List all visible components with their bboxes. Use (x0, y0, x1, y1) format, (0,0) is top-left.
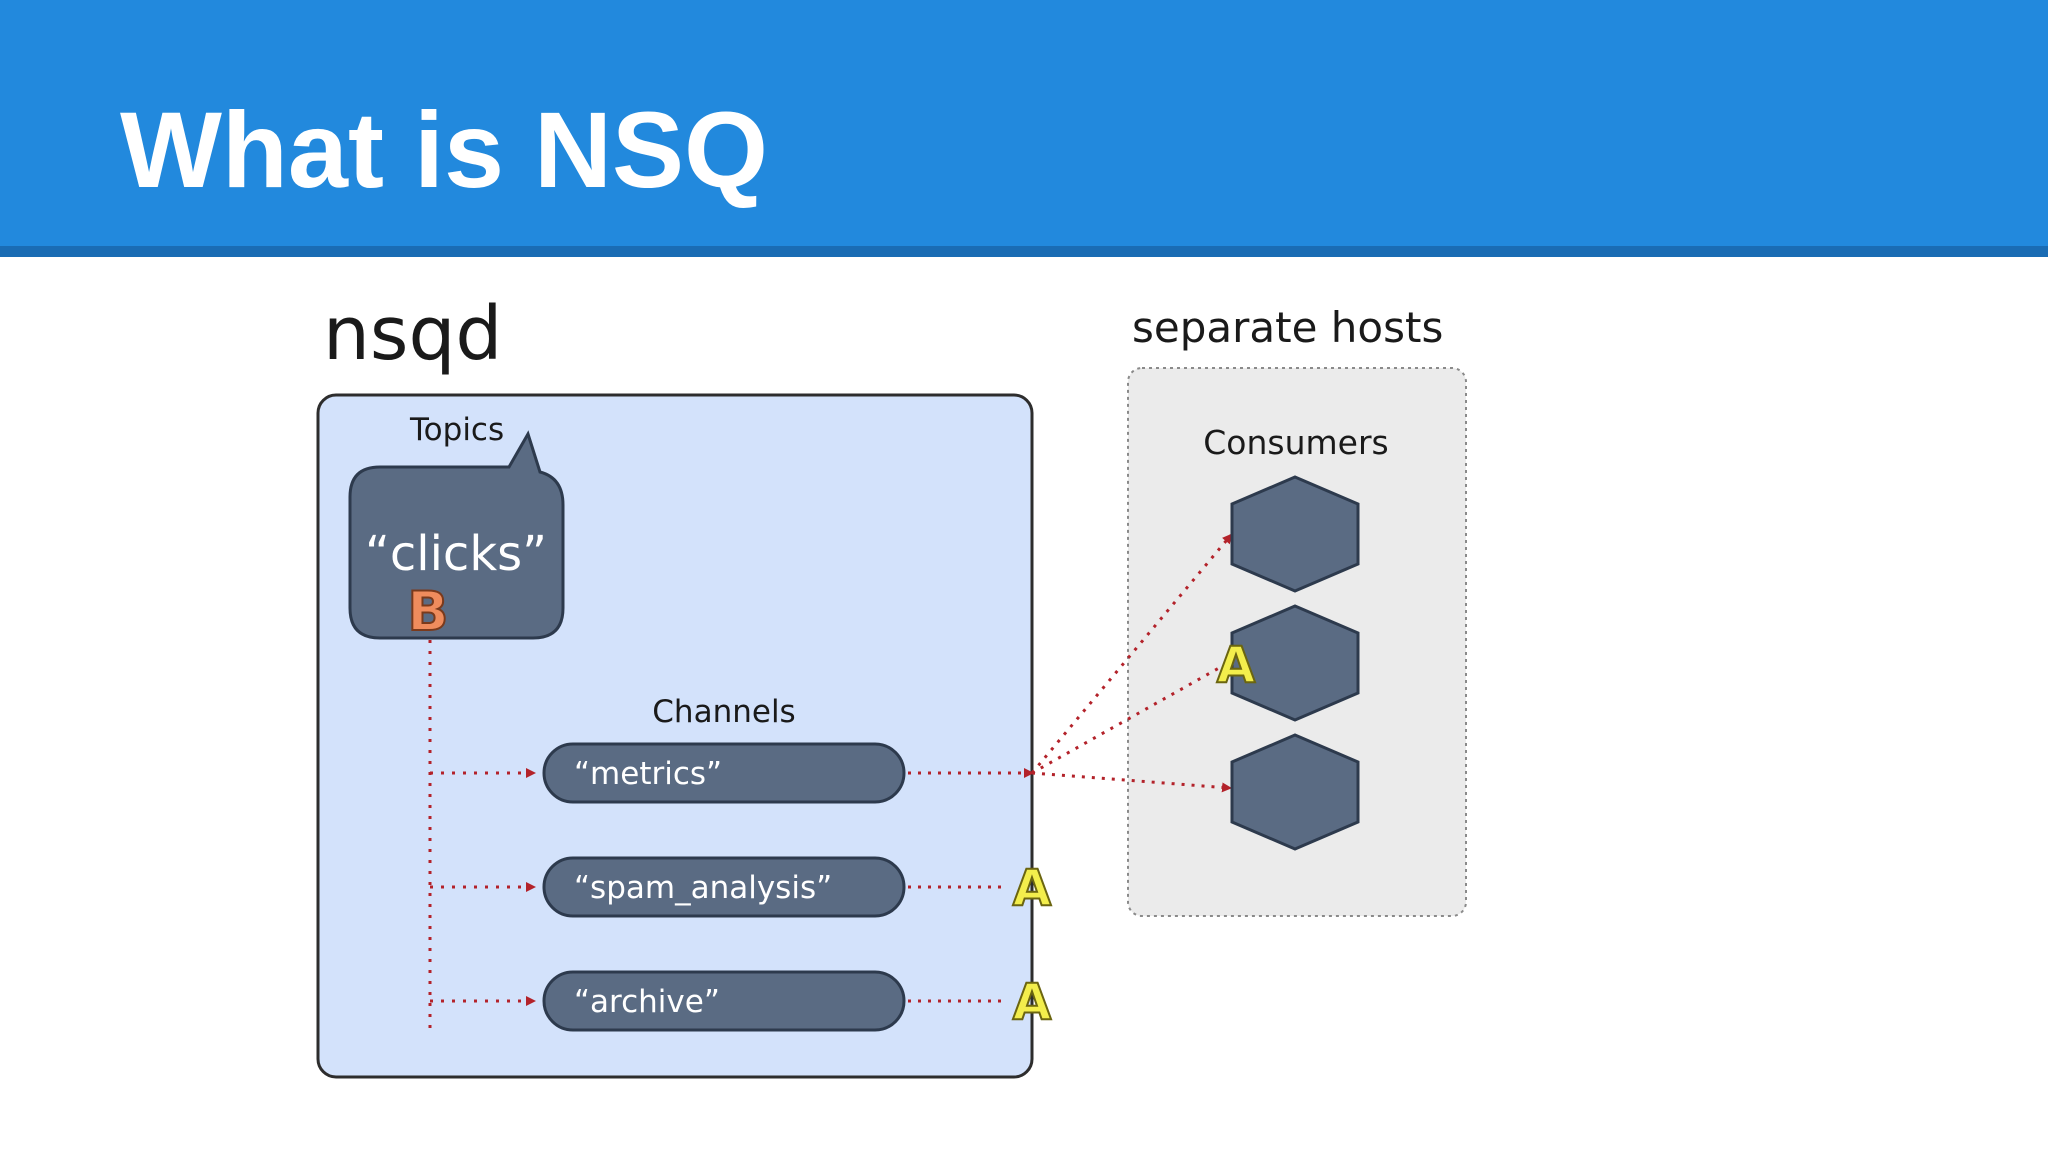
channel-node (542, 970, 906, 1032)
channels-group: “metrics” “spam_analysis” A “archive” A (430, 742, 1053, 1032)
channel-node (542, 742, 906, 804)
channels-label: Channels (652, 694, 795, 730)
hosts-label: separate hosts (1132, 303, 1443, 352)
title-bar (0, 0, 2048, 246)
channel-node (542, 856, 906, 918)
channel-metrics-to-consumer-1 (1030, 533, 1233, 774)
topic-name: “clicks” (365, 526, 547, 582)
channel-marker-a: A (1013, 859, 1052, 917)
channel-name: “spam_analysis” (574, 870, 832, 906)
topic-marker-b: B (407, 580, 448, 643)
channel-marker-a: A (1013, 973, 1052, 1031)
topic-node (348, 430, 565, 640)
channel-row: “spam_analysis” A (430, 856, 1053, 918)
consumers-group (1230, 475, 1360, 851)
consumer-node (1230, 475, 1360, 593)
consumer-node (1230, 604, 1360, 722)
consumer-node (1230, 733, 1360, 851)
channel-name: “archive” (574, 984, 720, 1020)
consumers-label: Consumers (1203, 423, 1388, 462)
channel-row: “archive” A (430, 970, 1053, 1032)
nsqd-label: nsqd (323, 291, 502, 377)
channel-row: “metrics” (430, 742, 1034, 804)
topics-label: Topics (409, 412, 504, 448)
channel-name: “metrics” (574, 756, 722, 792)
slide-title: What is NSQ (120, 89, 769, 210)
consumer-marker-a: A (1217, 636, 1256, 694)
title-bar-rule (0, 246, 2048, 257)
